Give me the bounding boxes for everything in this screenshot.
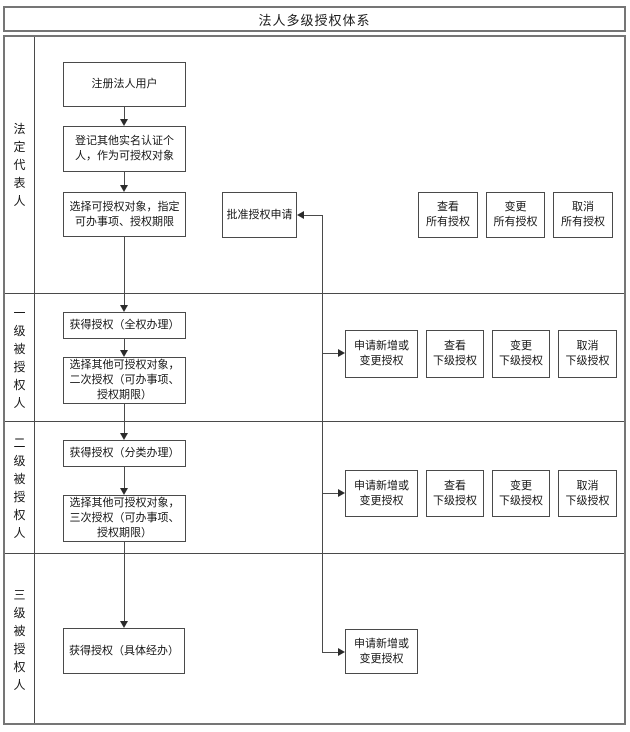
box-request-add-change-auth-level1: 申请新增或 变更授权 xyxy=(345,330,418,378)
connector-line xyxy=(322,493,338,494)
box-change-subordinate-auth-level1: 变更 下级授权 xyxy=(492,330,550,378)
box-cancel-all-authorizations: 取消 所有授权 xyxy=(553,192,613,238)
flow-line xyxy=(124,404,125,434)
row-label-text: 法定代表人 xyxy=(13,122,26,208)
box-obtain-authorization-classified: 获得授权（分类办理） xyxy=(63,440,186,467)
arrow-down-icon xyxy=(120,488,128,495)
connector-line xyxy=(304,215,323,216)
row-label-text: 一级被授权人 xyxy=(13,305,26,410)
row-divider-1 xyxy=(5,293,624,294)
arrow-down-icon xyxy=(120,305,128,312)
box-change-all-authorizations: 变更 所有授权 xyxy=(486,192,545,238)
connector-trunk-line xyxy=(322,215,323,652)
box-cancel-subordinate-auth-level1: 取消 下级授权 xyxy=(558,330,617,378)
box-select-authorization-targets: 选择可授权对象，指定 可办事项、授权期限 xyxy=(63,192,186,237)
connector-line xyxy=(322,652,338,653)
box-cancel-subordinate-auth-level2: 取消 下级授权 xyxy=(558,470,617,517)
row-label-text: 二级被授权人 xyxy=(13,435,26,540)
row-label-level3-authorizee: 三级被授权人 xyxy=(5,554,34,725)
flow-line xyxy=(124,542,125,622)
box-approve-authorization-request: 批准授权申请 xyxy=(222,192,297,238)
box-request-add-change-auth-level2: 申请新增或 变更授权 xyxy=(345,470,418,517)
arrow-down-icon xyxy=(120,621,128,628)
arrow-right-icon xyxy=(338,648,345,656)
arrow-right-icon xyxy=(338,349,345,357)
flow-line xyxy=(124,237,125,306)
arrow-down-icon xyxy=(120,185,128,192)
flow-line xyxy=(124,172,125,186)
row-divider-3 xyxy=(5,553,624,554)
box-obtain-authorization-full: 获得授权（全权办理） xyxy=(63,312,186,339)
label-column-divider xyxy=(34,37,35,723)
diagram-title: 法人多级授权体系 xyxy=(3,6,626,32)
flow-line xyxy=(124,107,125,120)
arrow-down-icon xyxy=(120,350,128,357)
flow-line xyxy=(124,467,125,489)
arrow-down-icon xyxy=(120,433,128,440)
arrow-down-icon xyxy=(120,119,128,126)
arrow-right-icon xyxy=(338,489,345,497)
box-register-certified-persons: 登记其他实名认证个 人，作为可授权对象 xyxy=(63,126,186,172)
row-label-legal-representative: 法定代表人 xyxy=(5,37,34,293)
box-request-add-change-auth-level3: 申请新增或 变更授权 xyxy=(345,629,418,674)
row-label-text: 三级被授权人 xyxy=(13,587,26,692)
row-divider-2 xyxy=(5,421,624,422)
flow-line xyxy=(124,339,125,351)
row-label-level2-authorizee: 二级被授权人 xyxy=(5,422,34,553)
box-obtain-authorization-specific: 获得授权（具体经办） xyxy=(63,628,185,674)
box-register-legal-user: 注册法人用户 xyxy=(63,62,186,107)
box-view-subordinate-auth-level1: 查看 下级授权 xyxy=(426,330,484,378)
box-select-secondary-authorization: 选择其他可授权对象， 二次授权（可办事项、 授权期限） xyxy=(63,357,186,404)
connector-line xyxy=(322,353,338,354)
box-change-subordinate-auth-level2: 变更 下级授权 xyxy=(492,470,550,517)
box-view-subordinate-auth-level2: 查看 下级授权 xyxy=(426,470,484,517)
arrow-left-icon xyxy=(297,211,304,219)
box-select-tertiary-authorization: 选择其他可授权对象， 三次授权（可办事项、 授权期限） xyxy=(63,495,186,542)
box-view-all-authorizations: 查看 所有授权 xyxy=(418,192,478,238)
row-label-level1-authorizee: 一级被授权人 xyxy=(5,294,34,421)
